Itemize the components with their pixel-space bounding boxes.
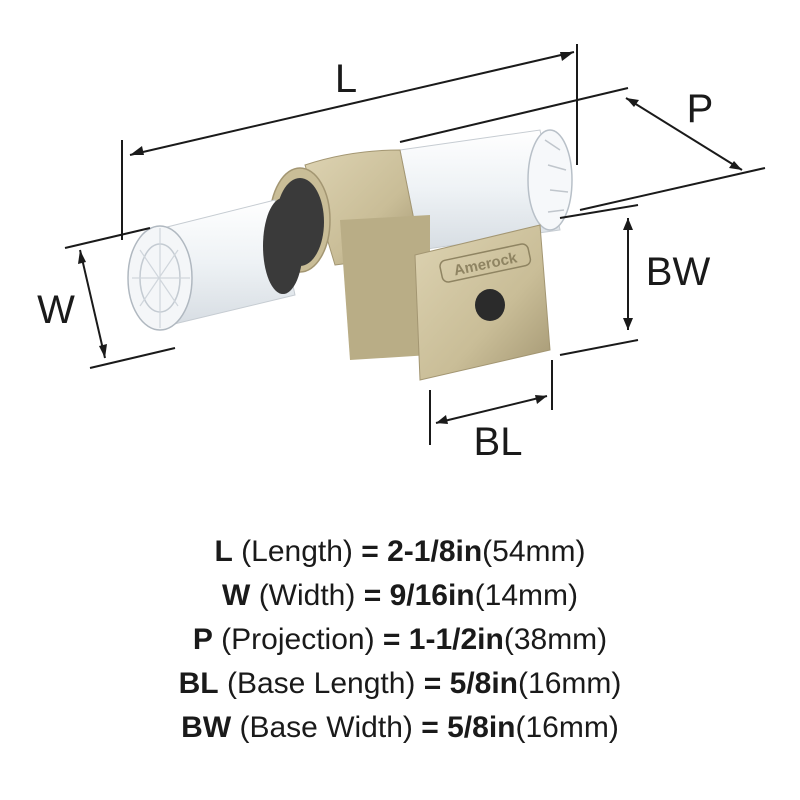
dimension-BW: BW <box>559 204 711 356</box>
spec-imperial: 1-1/2in <box>408 623 504 656</box>
dimension-L: L <box>121 44 578 240</box>
spec-code: P <box>192 623 213 656</box>
spec-eq: = <box>423 667 442 700</box>
spec-metric: (14mm) <box>474 579 578 612</box>
spec-row-base-length: BL (Base Length) = 5/8in(16mm) <box>0 662 800 706</box>
label-P: P <box>687 87 714 131</box>
label-L: L <box>335 57 357 101</box>
mounting-hole <box>475 289 505 321</box>
base-block: Amerock <box>340 215 551 381</box>
spec-row-base-width: BW (Base Width) = 5/8in(16mm) <box>0 706 800 750</box>
spec-row-projection: P (Projection) = 1-1/2in(38mm) <box>0 618 800 662</box>
spec-imperial: 2-1/8in <box>387 535 483 568</box>
spec-name: (Base Width) <box>239 711 413 744</box>
spec-row-length: L (Length) = 2-1/8in(54mm) <box>0 530 800 574</box>
spec-metric: (38mm) <box>503 623 608 656</box>
spec-eq: = <box>421 711 439 744</box>
spec-name: (Projection) <box>221 623 375 656</box>
dimension-P: P <box>399 87 766 211</box>
right-crystal-cylinder <box>399 129 573 251</box>
dimension-BL: BL <box>429 360 553 464</box>
spec-name: (Width) <box>258 579 356 612</box>
spec-eq: = <box>382 623 401 656</box>
dimension-W: W <box>37 227 176 369</box>
spec-name: (Length) <box>241 535 353 568</box>
label-BL: BL <box>474 420 523 464</box>
spec-list: L (Length) = 2-1/8in(54mm) W (Width) = 9… <box>0 530 800 750</box>
dimension-diagram: Amerock L P W <box>37 44 766 464</box>
spec-code: BL <box>178 667 219 700</box>
spec-code: L <box>214 535 233 568</box>
left-crystal-cylinder <box>127 198 303 331</box>
spec-metric: (16mm) <box>515 711 619 744</box>
spec-metric: (16mm) <box>518 667 622 700</box>
spec-eq: = <box>363 579 382 612</box>
spec-code: BW <box>181 711 232 744</box>
label-BW: BW <box>646 250 711 294</box>
spec-code: W <box>222 579 251 612</box>
spec-eq: = <box>361 535 379 568</box>
spec-row-width: W (Width) = 9/16in(14mm) <box>0 574 800 618</box>
spec-imperial: 5/8in <box>447 711 516 744</box>
spec-name: (Base Length) <box>226 667 416 700</box>
spec-metric: (54mm) <box>482 535 586 568</box>
spec-imperial: 9/16in <box>389 579 475 612</box>
spec-imperial: 5/8in <box>449 667 519 700</box>
label-W: W <box>37 288 75 332</box>
